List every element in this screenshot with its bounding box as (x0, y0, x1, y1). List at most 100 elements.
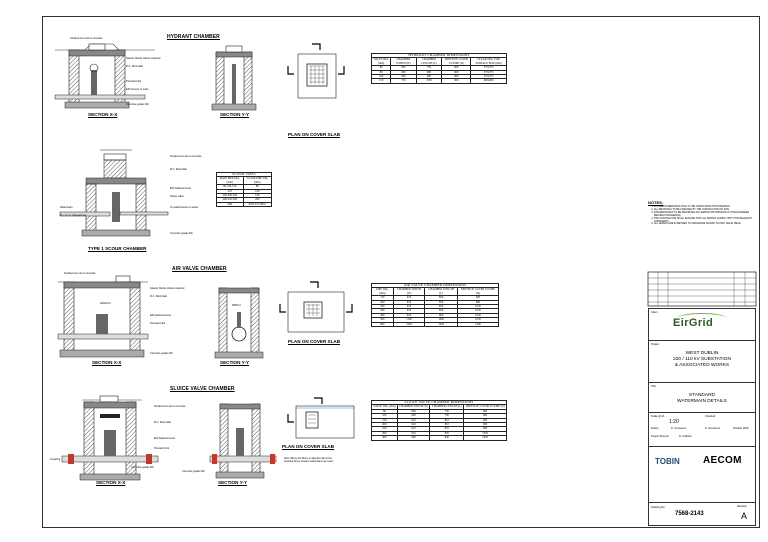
notes-heading: NOTES: (648, 200, 664, 205)
hydrant-section-xx-caption: SECTION X-X (88, 112, 118, 117)
title-box: Title STANDARD WATERMAIN DETAILS (649, 383, 755, 413)
client-box: Client EirGrid (649, 309, 755, 341)
sluice-label-coupling: Coupling (50, 458, 61, 461)
scour-label-roof-slab: R.C. Roof slab (170, 168, 187, 171)
hydrant-label-access: E/D Access to main (126, 88, 149, 91)
project-line-2: 220 / 110 kV SUBSTATION (673, 357, 731, 362)
table-header: CHAMBER LENGTH (L) (429, 404, 465, 410)
sluice-note: Note: Where Air Sluice or attention will… (284, 457, 334, 463)
sluice-label-concrete-yy: Concrete grade 20n (182, 470, 205, 473)
drawn-label: Drawn (651, 427, 659, 430)
table-header: PIPE DIA. (mm) (371, 287, 394, 297)
table-header: VALVE DIA. (mm) (370, 57, 392, 67)
sluice-label-backsurround: E/D backsurround (154, 437, 175, 440)
list-item: ALL DRAWINGS TO BE CHECKED BY THE CONTRA… (654, 208, 756, 212)
title-line-2: WATERMAIN DETAILS (677, 399, 727, 404)
air-title: AIR VALVE CHAMBER (172, 266, 227, 272)
table-header: CHAMBER LENGTH (L) (424, 287, 458, 297)
scour-label-surface-box: Surface box set in concrete (170, 155, 202, 158)
hydrant-label-spacer: Spacer blocks where required (126, 57, 161, 60)
drawing-number-box: Drawing No. 7568-2143 Revision A (649, 503, 755, 525)
project-box: Project WEST DUBLIN 220 / 110 kV SUBSTAT… (649, 341, 755, 383)
project-label: Project (651, 343, 660, 346)
table-header: CHAMBER LENGTH (L) (415, 57, 443, 67)
company-aecom-logo: AECOM (703, 455, 742, 466)
hydrant-section-yy-caption: SECTION Y-Y (220, 112, 250, 117)
sluice-title: SLUICE VALVE CHAMBER (170, 386, 235, 392)
table-header: DEPTH OF COVER TO PIPE (D) (463, 404, 507, 410)
table-header: CHAMBER WIDTH (W) (396, 404, 431, 410)
scour-label-concrete: Concrete grade 20n (170, 232, 193, 235)
sluice-section-xx-drawing (61, 395, 159, 481)
checked-value: D. Grosvenor (705, 427, 721, 430)
list-item: DISCREPANCIES TO BE REPORTED ANY ERROR O… (654, 211, 756, 218)
client-logo: EirGrid (673, 317, 714, 329)
hydrant-table-title: HYDRANT CHAMBER DIMENSIONS (371, 52, 507, 59)
hydrant-label-roof-slab: R.C. Roof slab (126, 65, 143, 68)
table-header: DEPTH OF COVER TO PIPE (D) (441, 57, 472, 67)
air-table-title: AIR VALVE CHAMBER DIMENSIONS (371, 282, 499, 289)
hydrant-label-concrete: Concrete grade 20n (126, 103, 149, 106)
pm-value: D. Graham (679, 435, 692, 438)
air-plan-caption: PLAN ON COVER SLAB (288, 339, 341, 344)
drawing-no-value: 7568-2143 (675, 511, 704, 517)
sluice-label-concrete-xx: Concrete grade 20n (131, 466, 154, 469)
scour-label-watermain: Watermain (60, 206, 73, 209)
hydrant-section-xx-drawing (54, 43, 155, 109)
air-label-backsurround: E/D backsurround (150, 314, 171, 317)
table-header: CHAMBER WIDTH (W) (392, 287, 426, 297)
air-section-xx-caption: SECTION X-X (92, 360, 122, 365)
title-line-1: STANDARD (688, 393, 716, 398)
table-header: CLEAR OPG. FOR SURFACE BOX (mm) (470, 57, 507, 67)
scour-label-flanged-tee: D.I. or C.I. Flanged tee (60, 214, 87, 217)
hydrant-title: HYDRANT CHAMBER (167, 34, 220, 40)
scale-box: Scale @ A1 1:20 Drawn D. Grosvenor Check… (649, 413, 755, 447)
sluice-table-title: SLUICE VALVE CHAMBER DIMENSIONS (371, 399, 507, 406)
air-section-xx-drawing (57, 275, 149, 358)
list-item: FIGURED DIMENSIONS ONLY TO BE TAKEN FROM… (654, 205, 756, 209)
scour-table-title: SCOUR SIZES (216, 171, 272, 178)
hydrant-dimensions-table: HYDRANT CHAMBER DIMENSIONS VALVE DIA. (m… (370, 52, 507, 84)
sluice-section-yy-caption: SECTION Y-Y (218, 480, 248, 485)
list-item: THE CONTRACTOR SHALL ENSURE THAT ALL WOR… (654, 217, 756, 224)
list-item: ALL LEVELS ARE IN METRES TO ORDNANCE SUR… (654, 223, 756, 226)
scour-label-sluice-valve: Sluice valve (170, 195, 184, 198)
sluice-label-brick: Precast brick (154, 447, 169, 450)
drawing-sheet-border (42, 16, 760, 528)
eirgrid-logo-swoosh (677, 313, 727, 324)
air-plan-drawing (279, 281, 353, 333)
hydrant-label-surface-box: Surface box and to concrete (70, 37, 103, 40)
air-valve-dimensions-table: AIR VALVE CHAMBER DIMENSIONS PIPE DIA. (… (371, 282, 500, 328)
client-label: Client (651, 311, 658, 314)
checked-label: Checked (705, 415, 716, 418)
notes-panel: NOTES: FIGURED DIMENSIONS ONLY TO BE TAK… (648, 200, 756, 226)
hydrant-plan-drawing (287, 43, 345, 99)
drawing-no-label: Drawing No. (651, 506, 666, 509)
table-header: SCOUR PIPE DIA. (mm) (242, 176, 273, 186)
sluice-label-roof-slab: R.C. Roof slab (154, 421, 171, 424)
revision-label: Revision (737, 505, 747, 508)
hydrant-plan-caption: PLAN ON COVER SLAB (288, 132, 341, 137)
air-dim-length: LENGTH (100, 302, 111, 305)
air-label-roof-slab: R.C. Roof slab (150, 295, 167, 298)
